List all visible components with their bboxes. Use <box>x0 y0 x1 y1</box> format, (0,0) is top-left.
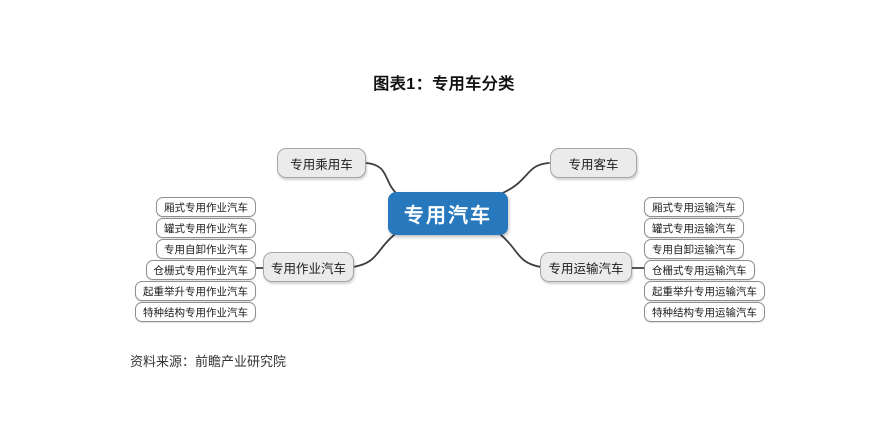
leaf-node: 罐式专用作业汽车 <box>156 218 256 238</box>
connector-top-left <box>365 162 399 196</box>
leaf-node: 罐式专用运输汽车 <box>644 218 744 238</box>
leaf-node: 专用自卸作业汽车 <box>156 239 256 259</box>
work-vehicle-children: 厢式专用作业汽车 罐式专用作业汽车 专用自卸作业汽车 仓栅式专用作业汽车 起重举… <box>135 197 256 323</box>
leaf-node: 厢式专用运输汽车 <box>644 197 744 217</box>
transport-vehicle-children: 厢式专用运输汽车 罐式专用运输汽车 专用自卸运输汽车 仓栅式专用运输汽车 起重举… <box>644 197 765 323</box>
leaf-node: 起重举升专用作业汽车 <box>135 281 256 301</box>
connector-top-right <box>497 162 550 196</box>
leaf-node: 厢式专用作业汽车 <box>156 197 256 217</box>
leaf-node: 仓栅式专用作业汽车 <box>145 260 256 280</box>
source-note: 资料来源：前瞻产业研究院 <box>130 354 287 369</box>
connector-bottom-right <box>500 234 542 268</box>
leaf-node: 特种结构专用作业汽车 <box>135 302 256 322</box>
node-bus-special: 专用客车 <box>550 148 637 178</box>
node-transport-vehicles: 专用运输汽车 <box>540 252 632 282</box>
leaf-node: 仓栅式专用运输汽车 <box>644 260 755 280</box>
figure-title: 图表1：专用车分类 <box>373 76 515 93</box>
node-work-vehicles: 专用作业汽车 <box>263 252 354 282</box>
node-passenger-special: 专用乘用车 <box>277 148 366 178</box>
leaf-node: 专用自卸运输汽车 <box>644 239 744 259</box>
leaf-node: 起重举升专用运输汽车 <box>644 281 765 301</box>
leaf-node: 特种结构专用运输汽车 <box>644 302 765 322</box>
node-center: 专用汽车 <box>388 192 508 235</box>
connector-bottom-left <box>352 234 395 268</box>
